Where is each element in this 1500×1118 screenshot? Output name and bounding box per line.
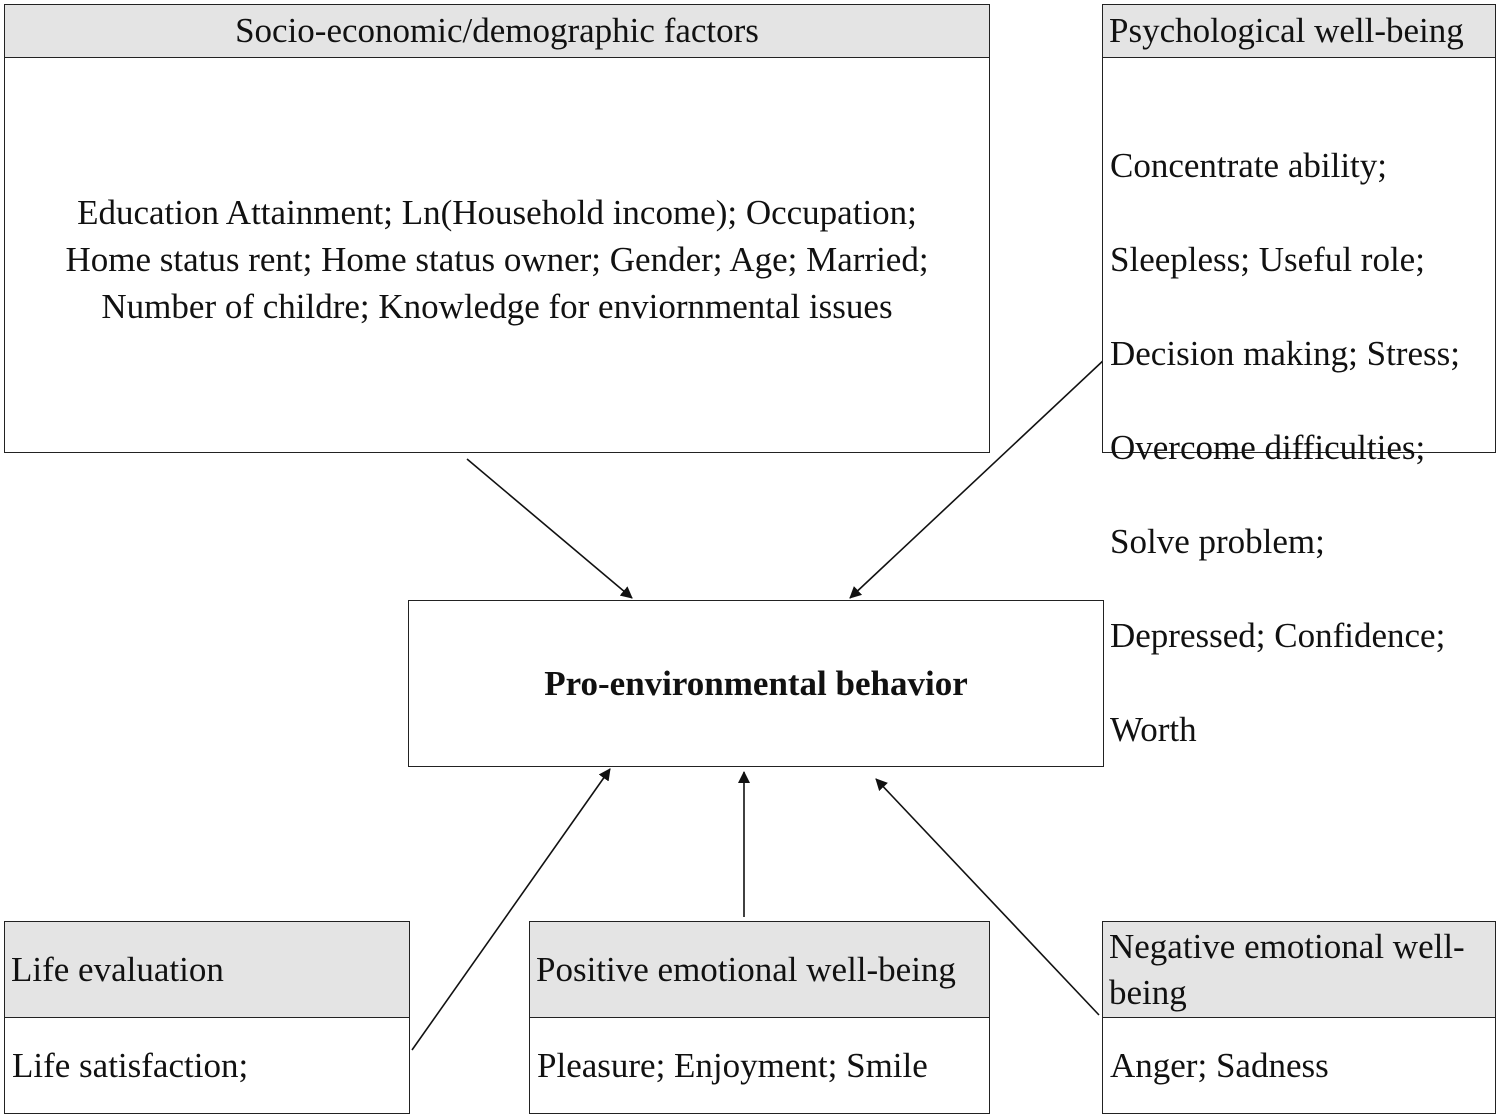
socio-economic-box: Socio-economic/demographic factors Educa… [4, 4, 990, 453]
socio-factors-line: Home status rent; Home status owner; Gen… [65, 240, 929, 279]
positive-emotional-wellbeing-box: Positive emotional well-being Pleasure; … [529, 921, 990, 1114]
psych-item: Sleepless; Useful role; [1110, 240, 1425, 279]
negative-title-line: Negative emotional well- [1109, 927, 1465, 966]
socio-factors-line: Number of childre; Knowledge for enviorn… [101, 287, 893, 326]
psych-item: Decision making; Stress; [1110, 334, 1460, 373]
psych-item: Concentrate ability; [1110, 146, 1387, 185]
life-evaluation-title: Life evaluation [5, 922, 409, 1018]
positive-emotional-items: Pleasure; Enjoyment; Smile [537, 1046, 928, 1085]
positive-emotional-wellbeing-title: Positive emotional well-being [530, 922, 989, 1018]
psych-item: Overcome difficulties; [1110, 428, 1426, 467]
negative-emotional-wellbeing-title: Negative emotional well- being [1103, 922, 1495, 1018]
psychological-wellbeing-title: Psychological well-being [1103, 5, 1495, 58]
life-evaluation-items: Life satisfaction; [12, 1046, 249, 1085]
psych-item: Depressed; Confidence; [1110, 616, 1446, 655]
psychological-wellbeing-box: Psychological well-being Concentrate abi… [1102, 4, 1496, 749]
socio-economic-title: Socio-economic/demographic factors [5, 5, 989, 58]
psych-item: Solve problem; [1110, 522, 1325, 561]
arrow-life-to-behavior [411, 768, 611, 1051]
arrow-negative-to-behavior [875, 778, 1100, 1016]
pro-environmental-behavior-title: Pro-environmental behavior [544, 664, 968, 703]
negative-emotional-wellbeing-box: Negative emotional well- being Anger; Sa… [1102, 921, 1496, 1114]
psych-item: Worth [1110, 710, 1197, 749]
psychological-items-list: Concentrate ability; Sleepless; Useful r… [1110, 95, 1460, 800]
negative-emotional-items: Anger; Sadness [1110, 1046, 1329, 1085]
negative-title-line: being [1109, 973, 1187, 1012]
socio-economic-factors-list: Education Attainment; Ln(Household incom… [5, 189, 989, 330]
arrow-psych-to-behavior [849, 357, 1107, 599]
arrow-socio-to-behavior [466, 458, 633, 599]
life-evaluation-box: Life evaluation Life satisfaction; [4, 921, 410, 1114]
pro-environmental-behavior-box: Pro-environmental behavior [408, 600, 1104, 767]
socio-factors-line: Education Attainment; Ln(Household incom… [77, 193, 917, 232]
